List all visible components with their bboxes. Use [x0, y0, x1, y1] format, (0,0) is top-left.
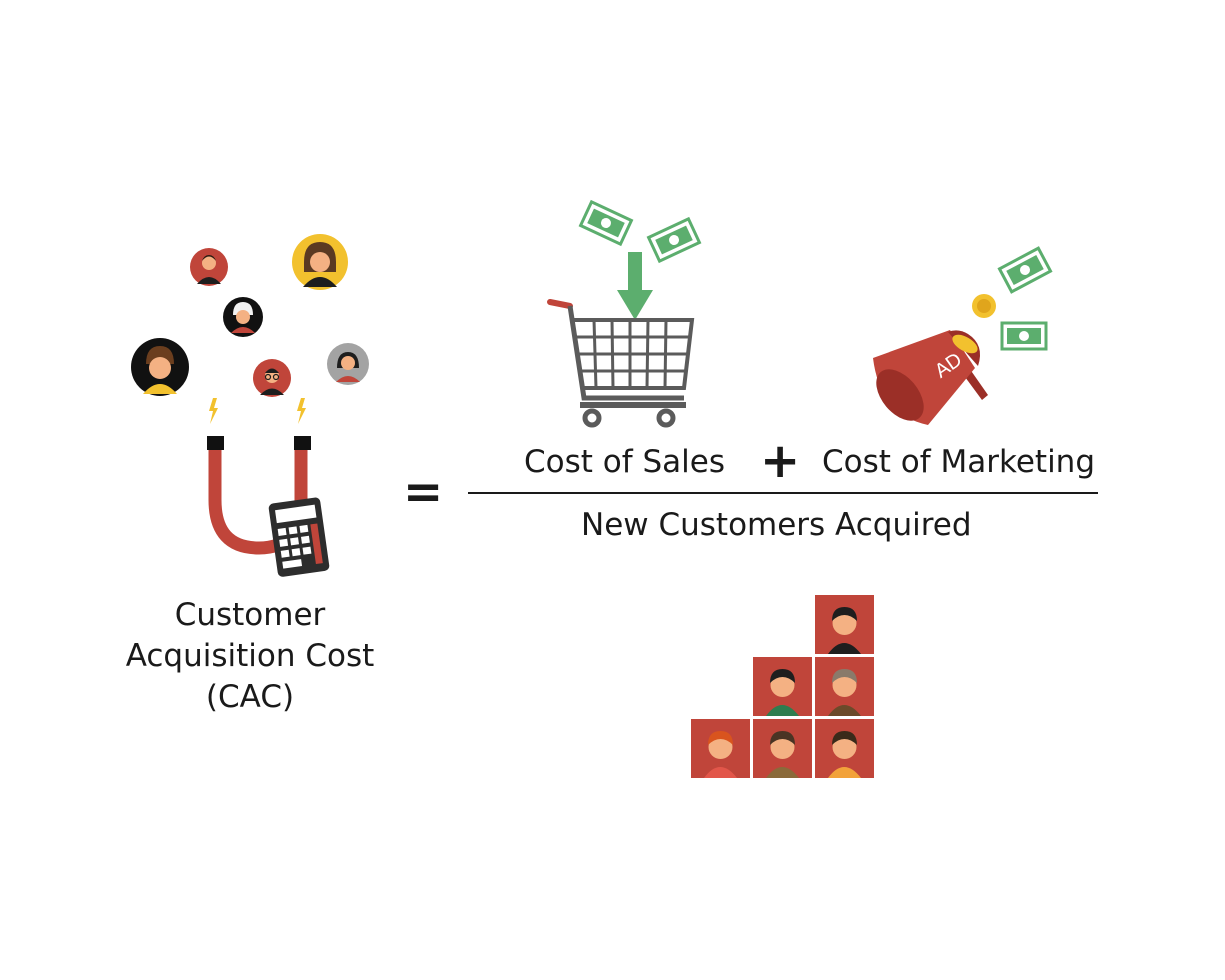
banknote-icon: [646, 216, 702, 264]
megaphone-icon: AD: [873, 330, 988, 425]
cac-title-line: (CAC): [205, 679, 295, 715]
cac-title-line: Acquisition Cost: [125, 638, 375, 674]
customer-tile: [753, 719, 812, 778]
fraction-bar: [468, 492, 1098, 494]
avatar-icon: [327, 343, 369, 385]
banknote-icon: [997, 246, 1053, 294]
avatar-icon: [253, 359, 291, 397]
cac-title: Customer Acquisition Cost (CAC): [100, 595, 400, 718]
numerator-cost-of-sales: Cost of Sales: [524, 444, 726, 480]
plus-sign: +: [760, 433, 801, 489]
calculator-icon: [268, 497, 330, 577]
avatar-icon: [131, 338, 189, 396]
customer-avatars-icon: [131, 234, 369, 397]
avatar-icon: [190, 248, 228, 286]
banknote-icon: [1000, 321, 1048, 351]
banknote-icon: [578, 199, 634, 247]
customer-tile: [691, 719, 750, 778]
customer-tile: [753, 657, 812, 716]
avatar-icon: [223, 297, 263, 337]
customer-tile: [815, 595, 874, 654]
customer-tile: [815, 719, 874, 778]
customer-tile: [815, 657, 874, 716]
numerator-cost-of-marketing: Cost of Marketing: [822, 444, 1096, 480]
shopping-cart-icon: [547, 299, 695, 428]
avatar-icon: [292, 234, 348, 290]
coin-icon: [972, 294, 996, 318]
customer-grid-icon: [691, 595, 874, 778]
cac-title-line: Customer: [174, 597, 326, 633]
denominator-new-customers: New Customers Acquired: [581, 507, 972, 543]
arrow-down-icon: [617, 252, 653, 320]
equals-sign: =: [403, 464, 444, 520]
